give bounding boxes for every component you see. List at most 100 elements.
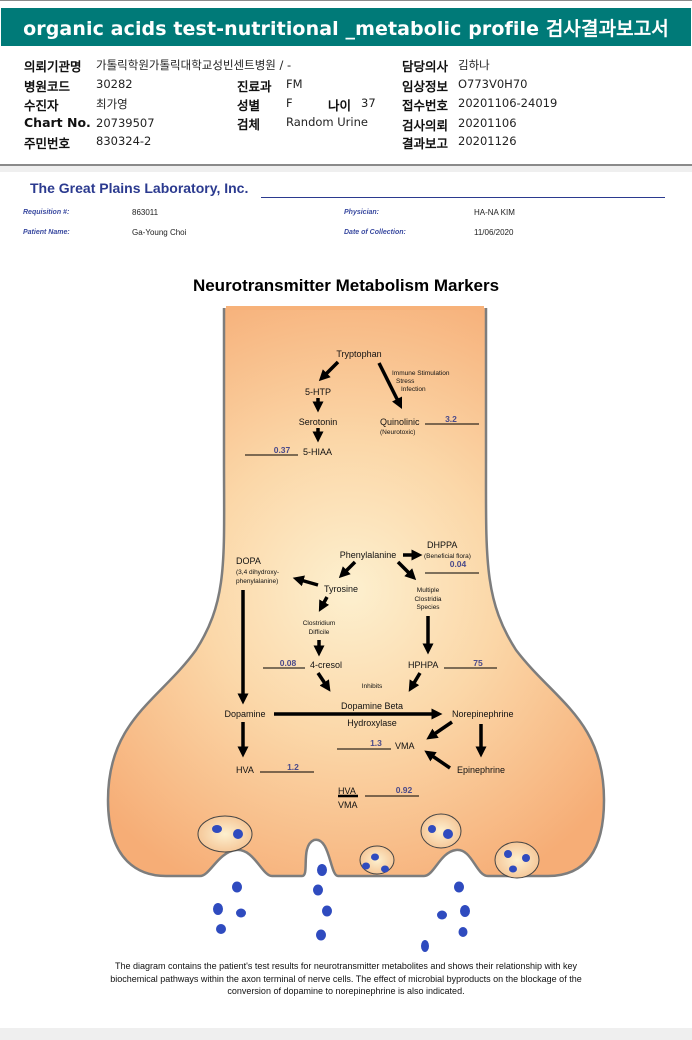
- label-dbh1: Dopamine Beta: [341, 701, 403, 711]
- hospital-code-label: 병원코드: [24, 79, 71, 94]
- collection-date-label: Date of Collection:: [344, 229, 406, 236]
- clinical-info-label: 임상정보: [402, 79, 449, 94]
- chart-no-value: 20739507: [96, 116, 155, 130]
- hospital-code-value: 30282: [96, 77, 133, 91]
- label-dopa-sub2: phenylalanine): [236, 578, 278, 585]
- label-dopa-sub1: (3,4 dihydroxy-: [236, 569, 279, 576]
- label-dopa: DOPA: [236, 556, 261, 566]
- receipt-no-value: 20201106-24019: [458, 96, 558, 110]
- lab-name: The Great Plains Laboratory, Inc.: [30, 180, 249, 196]
- result-date-value: 20201126: [458, 134, 517, 148]
- label-immune3: Infection: [401, 386, 426, 393]
- patient-name-value: Ga-Young Choi: [132, 228, 187, 237]
- diagram-caption: The diagram contains the patient's test …: [110, 961, 582, 996]
- label-immune1: Immune Stimulation: [392, 370, 450, 377]
- requisition-value: 863011: [132, 208, 159, 217]
- label-phenylalanine: Phenylalanine: [340, 550, 397, 560]
- label-serotonin: Serotonin: [299, 417, 338, 427]
- pathway-arrows: [237, 360, 487, 770]
- result-hphpa: 75: [473, 658, 483, 668]
- department-label: 진료과: [237, 79, 272, 94]
- sex-label: 성별: [237, 98, 261, 113]
- arrow-hphpa-inhibits: [408, 672, 422, 692]
- label-hphpa: HPHPA: [408, 660, 438, 670]
- recipient-value: 최가영: [96, 97, 128, 111]
- arrow-epinephrine-vma: [424, 750, 451, 770]
- arrow-tryptophan-quinolinic: [377, 362, 403, 410]
- label-dhppa: DHPPA: [427, 540, 457, 550]
- result-values: 0.37 3.2 0.04 0.08 75 1.3 1.2 0.92: [274, 414, 483, 795]
- receipt-no-label: 접수번호: [402, 98, 449, 113]
- result-hva-vma-ratio: 0.92: [396, 785, 413, 795]
- page-gap: [0, 166, 692, 172]
- result-quinolinic: 3.2: [445, 414, 457, 424]
- label-ratio-denominator: VMA: [338, 800, 358, 810]
- age-value: 37: [361, 96, 376, 110]
- label-tyrosine: Tyrosine: [324, 584, 358, 594]
- clinical-info-value: O773V0H70: [458, 77, 528, 91]
- neurotransmitter-dots: [212, 825, 530, 952]
- specimen-value: Random Urine: [286, 115, 368, 129]
- arrow-norepinephrine-vma: [426, 720, 453, 740]
- age-label: 나이: [328, 98, 352, 113]
- arrow-tyrosine-dopa: [292, 575, 319, 587]
- result-hva: 1.2: [287, 762, 299, 772]
- physician-value: HA-NA KIM: [474, 208, 515, 217]
- arrow-phenylalanine-tyrosine: [338, 560, 357, 579]
- result-underlines: [245, 423, 497, 798]
- report-title: organic acids test-nutritional _metaboli…: [1, 8, 691, 46]
- label-dopamine: Dopamine: [224, 709, 265, 719]
- institution-label: 의뢰기관명: [24, 59, 82, 74]
- doctor-value: 김하나: [458, 58, 490, 72]
- arrow-cresol-inhibits: [316, 672, 331, 692]
- department-value: FM: [286, 77, 303, 91]
- result-5hiaa: 0.37: [274, 445, 291, 455]
- header-divider: [0, 164, 692, 166]
- resident-no-value: 830324-2: [96, 134, 152, 148]
- result-date-label: 결과보고: [402, 136, 449, 151]
- label-5htp: 5-HTP: [305, 387, 331, 397]
- node-labels: Tryptophan Immune Stimulation Stress Inf…: [224, 349, 513, 810]
- request-date-label: 검사의뢰: [402, 118, 449, 133]
- label-norepinephrine: Norepinephrine: [452, 709, 514, 719]
- label-epinephrine: Epinephrine: [457, 765, 505, 775]
- vesicle: [197, 815, 253, 853]
- label-clostridium2: Difficile: [309, 629, 330, 636]
- diagram-title: Neurotransmitter Metabolism Markers: [192, 276, 500, 295]
- label-multiple2: Clostridia: [414, 596, 441, 603]
- vesicle: [494, 841, 540, 879]
- label-immune2: Stress: [396, 378, 415, 385]
- recipient-label: 수진자: [24, 98, 59, 113]
- label-hva: HVA: [236, 765, 254, 775]
- result-4cresol: 0.08: [280, 658, 297, 668]
- label-multiple3: Species: [416, 604, 440, 611]
- chart-no-label: Chart No.: [24, 115, 91, 130]
- institution-value: 가톨릭학원가톨릭대학교성빈센트병원 / -: [96, 58, 292, 72]
- label-cresol: 4-cresol: [310, 660, 342, 670]
- result-dhppa: 0.04: [450, 559, 467, 569]
- physician-label: Physician:: [344, 209, 380, 216]
- patient-name-label: Patient Name:: [23, 229, 70, 236]
- label-ratio-numerator: HVA: [338, 786, 356, 796]
- label-vma: VMA: [395, 741, 415, 751]
- label-multiple1: Multiple: [417, 587, 440, 594]
- requisition-label: Requisition #:: [23, 209, 70, 216]
- label-clostridium1: Clostridium: [303, 620, 336, 627]
- label-neurotoxic: (Neurotoxic): [380, 429, 415, 436]
- resident-no-label: 주민번호: [24, 136, 71, 151]
- label-5hiaa: 5-HIAA: [303, 447, 332, 457]
- arrow-tyrosine-clostridium: [318, 596, 330, 612]
- specimen-label: 검체: [237, 117, 261, 132]
- request-date-value: 20201106: [458, 116, 517, 130]
- result-vma: 1.3: [370, 738, 382, 748]
- doctor-label: 담당의사: [402, 59, 449, 74]
- arrow-tryptophan-5htp: [318, 360, 340, 382]
- window-top-border: [0, 0, 692, 7]
- label-dbh2: Hydroxylase: [347, 718, 397, 728]
- label-tryptophan: Tryptophan: [336, 349, 381, 359]
- vesicle: [420, 813, 462, 849]
- collection-date-value: 11/06/2020: [474, 228, 514, 237]
- arrow-phenylalanine-multiple: [396, 560, 417, 581]
- page-bottom-gap: [0, 1028, 692, 1040]
